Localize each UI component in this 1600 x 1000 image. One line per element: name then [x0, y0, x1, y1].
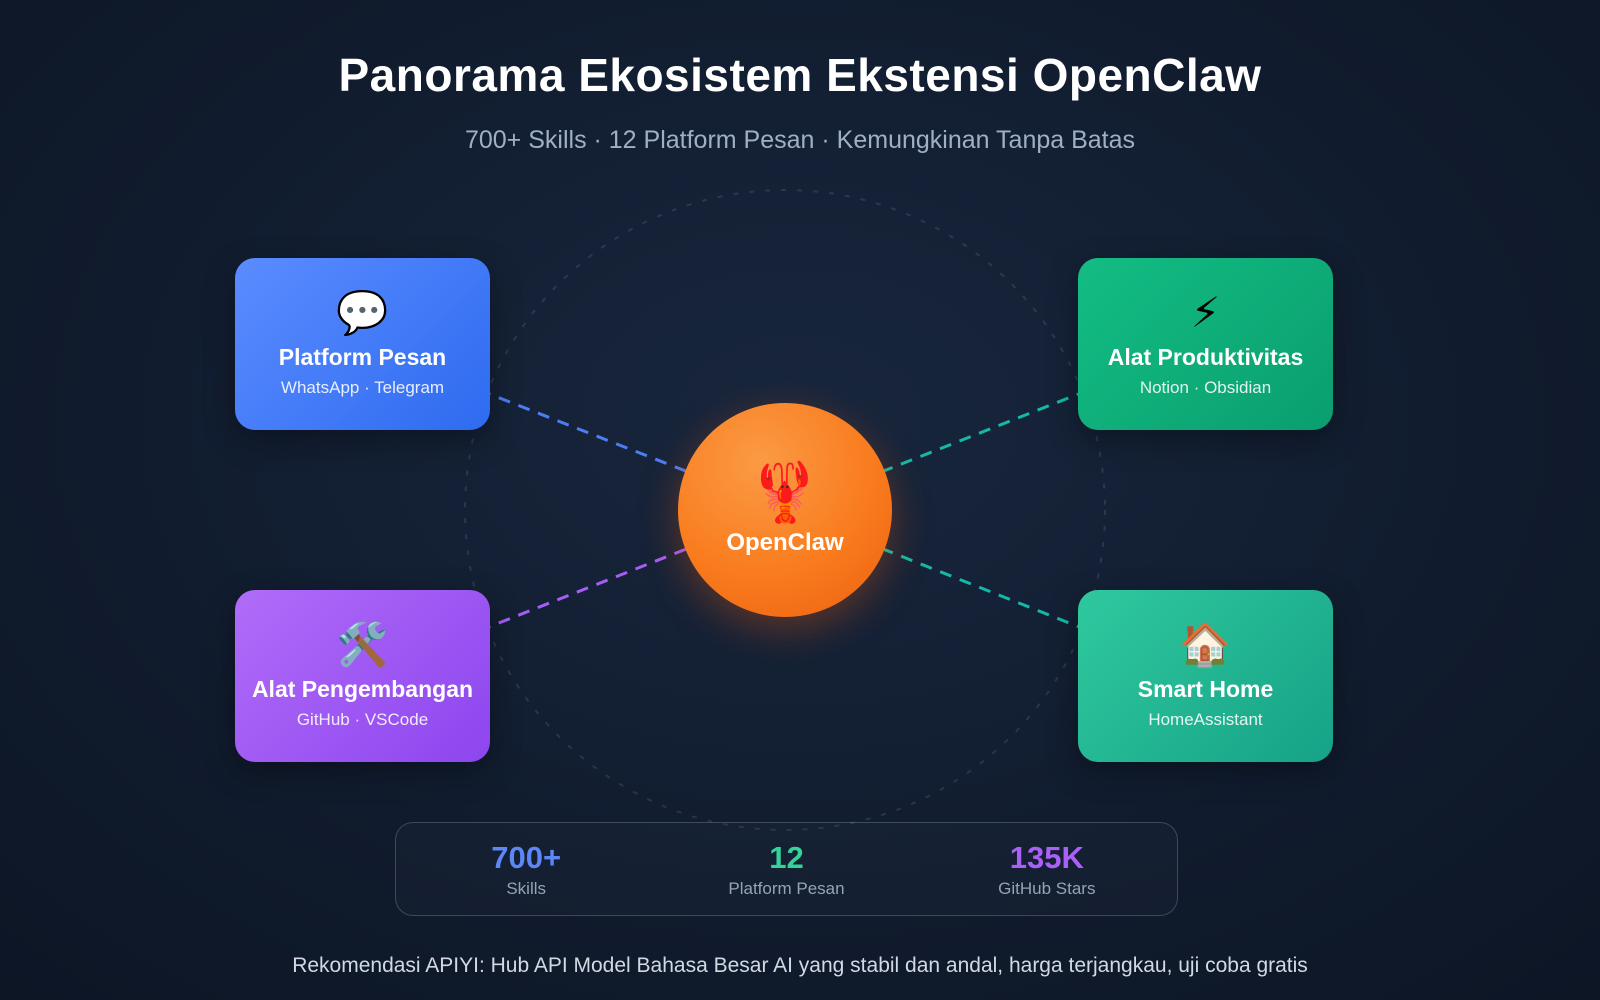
- stats-bar: 700+ Skills 12 Platform Pesan 135K GitHu…: [395, 822, 1178, 916]
- house-icon: 🏠: [1179, 621, 1232, 669]
- card-title: Alat Produktivitas: [1107, 343, 1304, 370]
- lobster-icon: 🦞: [748, 459, 822, 525]
- card-alat-pengembangan: 🛠️ Alat Pengembangan GitHub · VSCode: [235, 590, 490, 762]
- stat-value: 12: [769, 839, 804, 875]
- card-smart-home: 🏠 Smart Home HomeAssistant: [1078, 590, 1333, 762]
- card-title: Platform Pesan: [278, 343, 447, 370]
- center-label: OpenClaw: [726, 529, 844, 557]
- card-subtitle: GitHub · VSCode: [296, 709, 429, 729]
- header: Panorama Ekosistem Ekstensi OpenClaw 700…: [0, 48, 1600, 155]
- card-platform-pesan: 💬 Platform Pesan WhatsApp · Telegram: [235, 258, 490, 430]
- stat-skills: 700+ Skills: [396, 840, 656, 899]
- stat-label: GitHub Stars: [998, 878, 1096, 898]
- page-title: Panorama Ekosistem Ekstensi OpenClaw: [338, 49, 1262, 101]
- lightning-icon: ⚡: [1190, 289, 1221, 337]
- center-node-openclaw: 🦞 OpenClaw: [678, 403, 892, 617]
- tools-icon: 🛠️: [336, 621, 389, 669]
- card-alat-produktivitas: ⚡ Alat Produktivitas Notion · Obsidian: [1078, 258, 1333, 430]
- footer-note: Rekomendasi APIYI: Hub API Model Bahasa …: [292, 954, 1308, 977]
- card-subtitle: WhatsApp · Telegram: [280, 377, 445, 397]
- stat-platform-pesan: 12 Platform Pesan: [656, 840, 916, 899]
- stat-value: 135K: [1009, 839, 1084, 875]
- page-subtitle: 700+ Skills · 12 Platform Pesan · Kemung…: [464, 126, 1136, 154]
- card-subtitle: Notion · Obsidian: [1139, 377, 1272, 397]
- stat-label: Platform Pesan: [728, 878, 845, 898]
- card-subtitle: HomeAssistant: [1148, 709, 1263, 729]
- stat-github-stars: 135K GitHub Stars: [917, 840, 1177, 899]
- chat-bubble-icon: 💬: [336, 289, 389, 337]
- orbit-ring: [464, 189, 1106, 831]
- card-title: Smart Home: [1137, 675, 1274, 702]
- stat-label: Skills: [506, 878, 546, 898]
- card-title: Alat Pengembangan: [251, 675, 474, 702]
- stat-value: 700+: [491, 839, 562, 875]
